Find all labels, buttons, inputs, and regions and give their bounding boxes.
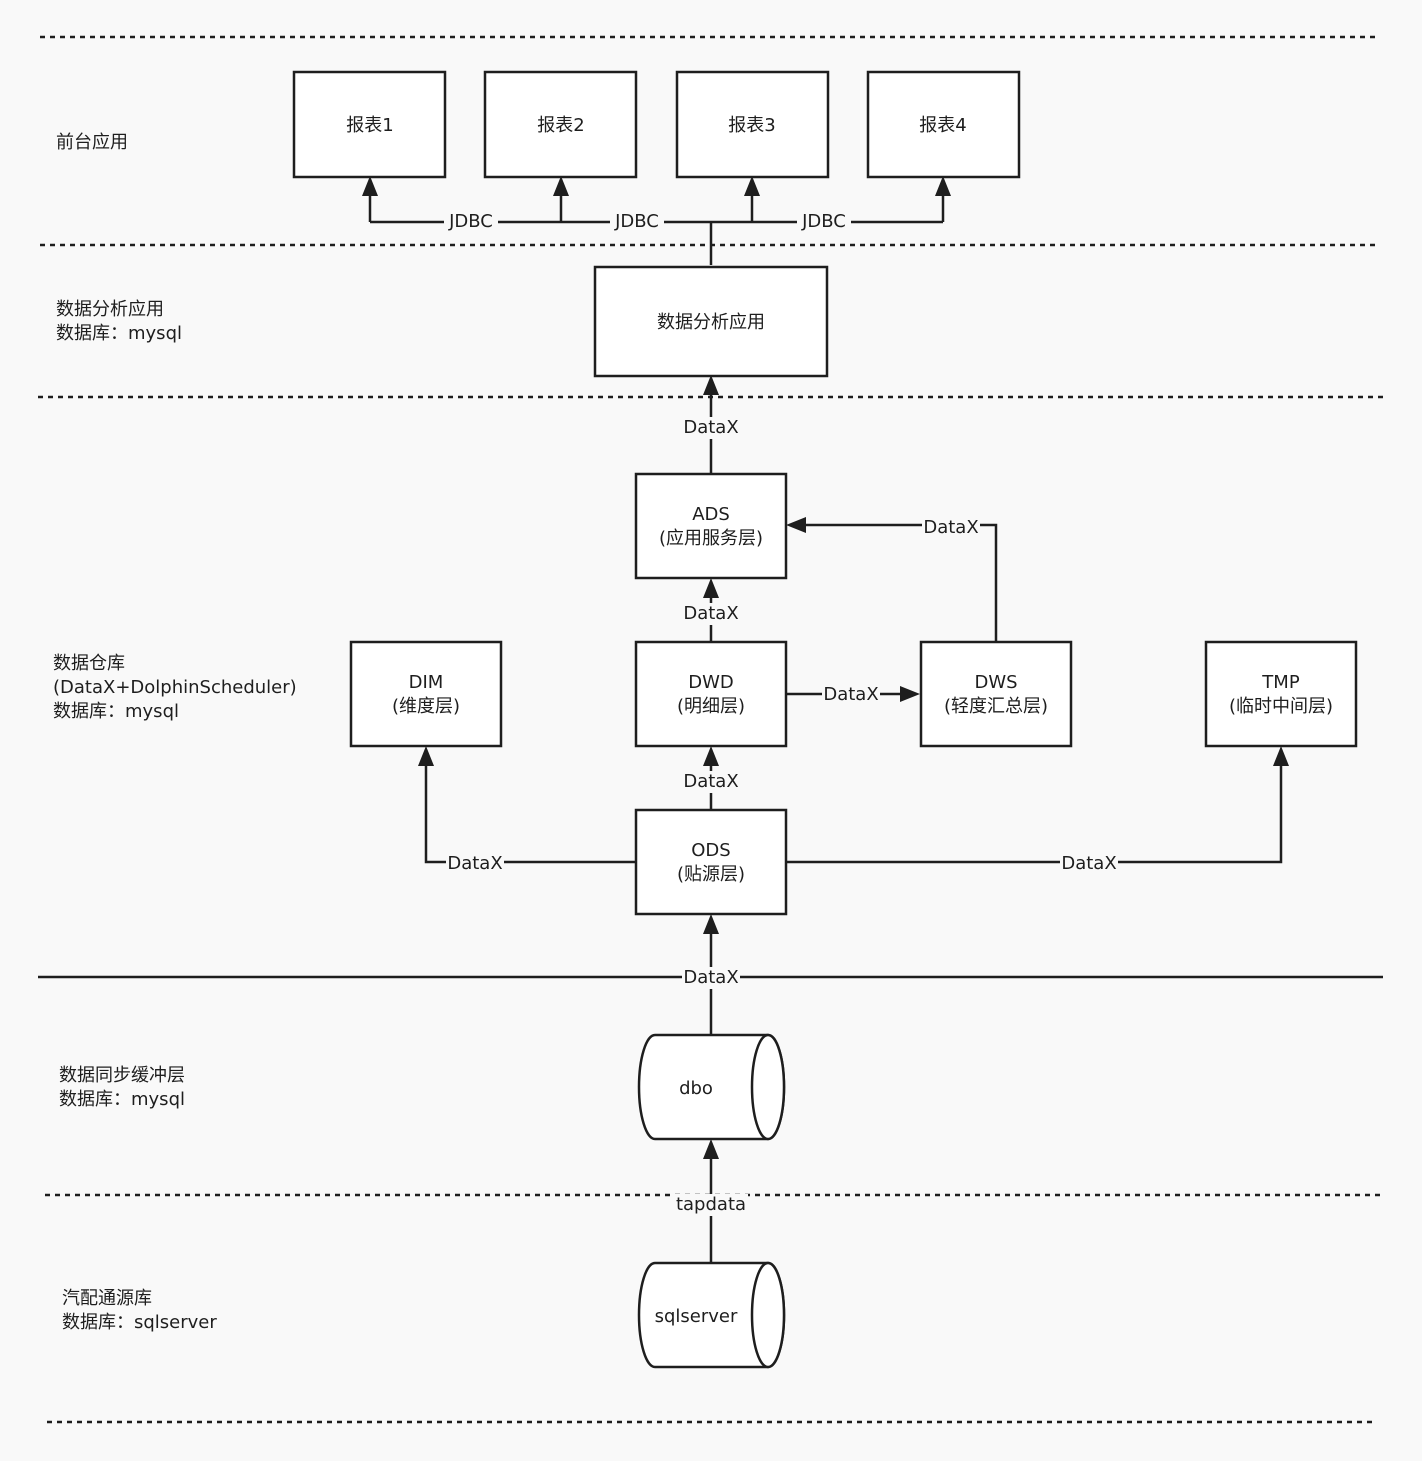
layer-warehouse-title: 数据仓库 [53,653,125,674]
edge-ods-to-tmp [786,764,1283,864]
layer-label-analysis: 数据分析应用 数据库：mysql [56,298,182,346]
arrowhead-report2 [553,176,569,196]
layer-label-warehouse: 数据仓库 (DataX+DolphinScheduler) 数据库：mysql [53,652,297,724]
layer-warehouse-db: 数据库：mysql [53,701,179,722]
arrowhead-ods [703,914,719,934]
edge-label-dwd-to-dws: DataX [823,684,878,705]
node-ads-subtitle: (应用服务层) [659,528,763,549]
edge-label-ods-to-tmp: DataX [1061,853,1116,874]
node-ads: ADS (应用服务层) [634,472,788,580]
layer-source-title: 汽配通源库 [62,1288,152,1309]
arrowhead-report4 [935,176,951,196]
edge-label-jdbc-2: JDBC [614,211,659,232]
node-dwd-subtitle: (明细层) [677,696,745,717]
edge-label-sqlserver-to-dbo: tapdata [676,1194,746,1215]
node-dbo: dbo [637,1033,786,1141]
node-report1: 报表1 [292,70,447,179]
arrowhead-app [703,375,719,395]
layer-analysis-db: 数据库：mysql [56,323,182,344]
edge-ods-to-dim [424,764,635,864]
node-tmp: TMP (临时中间层) [1204,640,1358,748]
layer-label-source: 汽配通源库 数据库：sqlserver [62,1287,217,1335]
edge-dws-to-ads [804,523,998,641]
node-dim: DIM (维度层) [349,640,503,748]
edge-label-jdbc-3: JDBC [801,211,846,232]
arrowhead-tmp [1273,746,1289,766]
node-ods-subtitle: (贴源层) [677,864,745,885]
layer-label-sync: 数据同步缓冲层 数据库：mysql [59,1064,185,1112]
layer-source-db: 数据库：sqlserver [62,1312,217,1333]
node-dws: DWS (轻度汇总层) [919,640,1073,748]
node-report4-label: 报表4 [919,115,966,136]
node-report2: 报表2 [483,70,638,179]
layer-sync-db: 数据库：mysql [59,1089,185,1110]
node-dim-title: DIM [409,672,444,693]
node-report2-label: 报表2 [537,115,584,136]
node-dws-title: DWS [974,672,1017,693]
node-dwd: DWD (明细层) [634,640,788,748]
arrowhead-dws [900,686,920,702]
layer-sync-title: 数据同步缓冲层 [59,1065,185,1086]
edge-label-dbo-to-ods: DataX [683,967,738,988]
edge-label-dwd-to-ads: DataX [683,603,738,624]
node-tmp-subtitle: (临时中间层) [1229,696,1333,717]
arrowhead-dim [418,746,434,766]
node-report1-label: 报表1 [346,115,393,136]
edge-label-jdbc-1: JDBC [448,211,493,232]
edge-label-ods-to-dwd: DataX [683,771,738,792]
layer-frontend-title: 前台应用 [56,132,128,153]
node-analysis-app-label: 数据分析应用 [657,312,765,333]
node-report3-label: 报表3 [728,115,775,136]
layer-label-frontend: 前台应用 [56,131,128,155]
node-report4: 报表4 [866,70,1021,179]
edge-label-ods-to-dim: DataX [447,853,502,874]
node-sqlserver: sqlserver [637,1261,786,1369]
node-dim-subtitle: (维度层) [392,696,460,717]
node-ads-title: ADS [692,504,730,525]
node-ods-title: ODS [691,840,730,861]
arrowhead-report3 [744,176,760,196]
edge-label-ads-to-app: DataX [683,417,738,438]
node-dwd-title: DWD [688,672,734,693]
layer-warehouse-tools: (DataX+DolphinScheduler) [53,677,297,698]
node-analysis-app: 数据分析应用 [593,265,829,378]
node-sqlserver-label: sqlserver [655,1306,738,1327]
node-dbo-label: dbo [679,1078,713,1099]
node-ods: ODS (贴源层) [634,808,788,916]
edge-label-dws-to-ads: DataX [923,517,978,538]
arrowhead-ads-from-dwd [703,578,719,598]
node-report3: 报表3 [675,70,830,179]
arrowhead-dwd [703,746,719,766]
arrowhead-report1 [362,176,378,196]
node-dws-subtitle: (轻度汇总层) [944,696,1048,717]
layer-analysis-title: 数据分析应用 [56,299,164,320]
arrowhead-dbo [703,1139,719,1159]
node-tmp-title: TMP [1261,672,1300,693]
arrowhead-ads-from-dws [786,517,806,533]
